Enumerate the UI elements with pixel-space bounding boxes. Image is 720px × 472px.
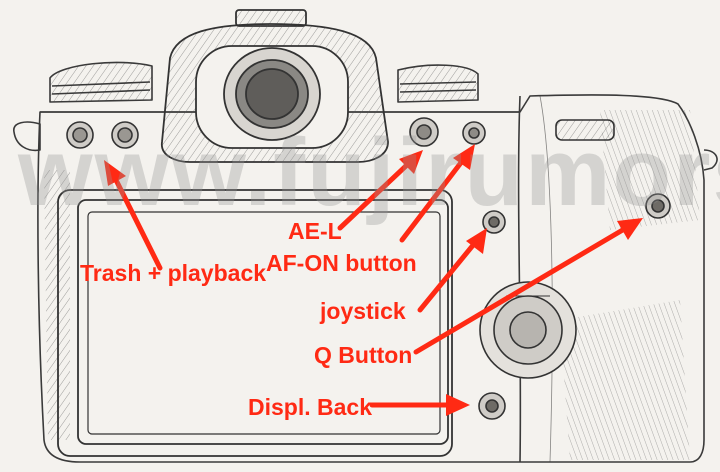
label-displ-back: Displ. Back: [248, 394, 372, 420]
camera-buttons: [66, 117, 671, 420]
watermark: www.fujirumors.com: [18, 119, 720, 226]
arrow-joystick: [417, 228, 487, 313]
arrow-trash-playback: [104, 160, 163, 271]
label-ae-l: AE-L: [288, 218, 342, 244]
callout-arrows: [104, 144, 643, 416]
label-trash-playback: Trash + playback: [80, 260, 267, 286]
label-joystick: joystick: [320, 298, 406, 324]
label-af-on-button: AF-ON button: [266, 250, 417, 276]
arrow-ae-l: [337, 150, 423, 231]
rear-lcd-screen: [57, 189, 453, 457]
label-q-button: Q Button: [314, 342, 413, 368]
arrow-af-on: [399, 144, 475, 243]
arrow-q-button: [413, 218, 643, 355]
camera-body: [13, 61, 718, 463]
arrow-displ-back: [369, 394, 470, 416]
viewfinder: [161, 9, 389, 163]
